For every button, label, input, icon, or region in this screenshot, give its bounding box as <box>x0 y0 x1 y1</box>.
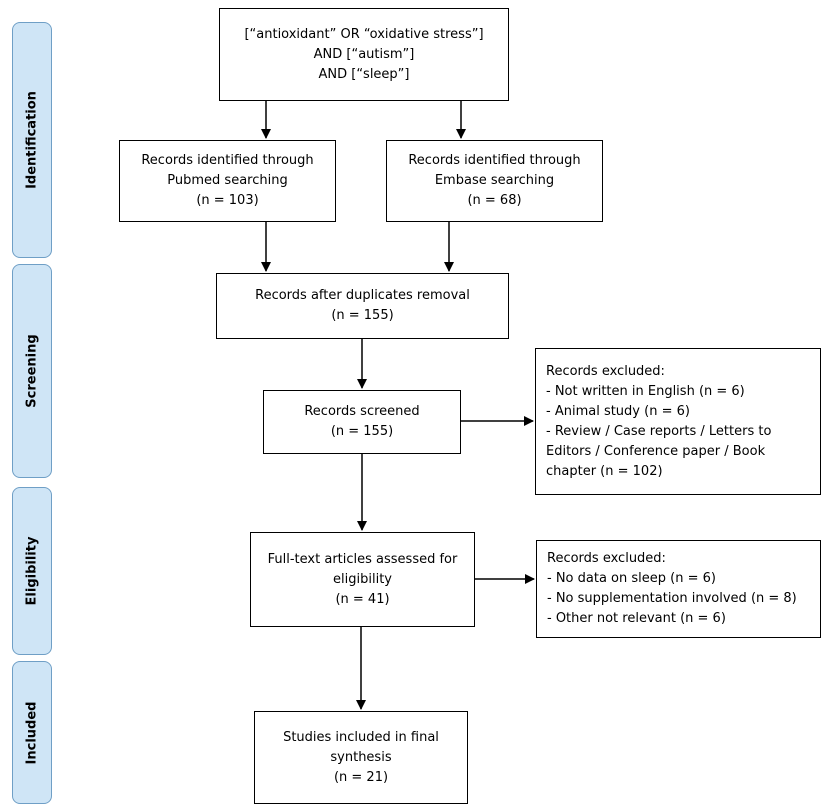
excluded-heading: Records excluded: <box>547 551 666 566</box>
excluded-reason: - No data on sleep (n = 6) <box>547 571 716 586</box>
embase-records-box: Records identified through Embase search… <box>386 140 603 222</box>
records-screened-box: Records screened (n = 155) <box>263 390 461 454</box>
excluded-reason: - Review / Case reports / Letters to <box>546 423 772 439</box>
excluded-reason: chapter (n = 102) <box>546 463 663 479</box>
included-count: (n = 21) <box>333 769 389 785</box>
search-query-line: [“antioxidant” OR “oxidative stress”] <box>244 26 484 42</box>
duplicates-removed-box: Records after duplicates removal (n = 15… <box>216 273 509 339</box>
excluded-reason: Editors / Conference paper / Book <box>546 443 766 459</box>
included-line: synthesis <box>330 749 392 765</box>
duplicates-line: Records after duplicates removal <box>255 288 470 303</box>
phase-included: Included <box>12 661 52 804</box>
fulltext-line: eligibility <box>333 571 392 587</box>
excluded-heading: Records excluded: <box>546 363 665 379</box>
embase-line: Records identified through <box>408 153 581 168</box>
excluded-reason: - Not written in English (n = 6) <box>546 383 745 399</box>
phase-identification: Identification <box>12 22 52 258</box>
pubmed-count: (n = 103) <box>196 193 259 208</box>
phase-screening: Screening <box>12 264 52 478</box>
records-excluded-screening-box: Records excluded: - Not written in Engli… <box>535 348 821 495</box>
duplicates-count: (n = 155) <box>331 308 394 323</box>
excluded-reason: - Animal study (n = 6) <box>546 403 690 419</box>
studies-included-box: Studies included in final synthesis (n =… <box>254 711 468 804</box>
fulltext-line: Full-text articles assessed for <box>267 551 458 567</box>
pubmed-line: Pubmed searching <box>167 173 288 188</box>
embase-count: (n = 68) <box>467 193 522 208</box>
search-query-box: [“antioxidant” OR “oxidative stress”] AN… <box>219 8 509 101</box>
excluded-reason: - No supplementation involved (n = 8) <box>547 591 797 606</box>
search-query-line: AND [“autism”] <box>313 46 415 62</box>
search-query-line: AND [“sleep”] <box>318 66 410 82</box>
screened-line: Records screened <box>304 404 420 419</box>
fulltext-assessed-box: Full-text articles assessed for eligibil… <box>250 532 475 627</box>
pubmed-records-box: Records identified through Pubmed search… <box>119 140 336 222</box>
screened-count: (n = 155) <box>330 424 394 439</box>
pubmed-line: Records identified through <box>141 153 314 168</box>
excluded-reason: - Other not relevant (n = 6) <box>547 611 726 626</box>
records-excluded-eligibility-box: Records excluded: - No data on sleep (n … <box>536 540 821 638</box>
embase-line: Embase searching <box>434 173 555 188</box>
included-line: Studies included in final <box>283 729 439 745</box>
phase-eligibility: Eligibility <box>12 487 52 655</box>
fulltext-count: (n = 41) <box>335 591 390 607</box>
